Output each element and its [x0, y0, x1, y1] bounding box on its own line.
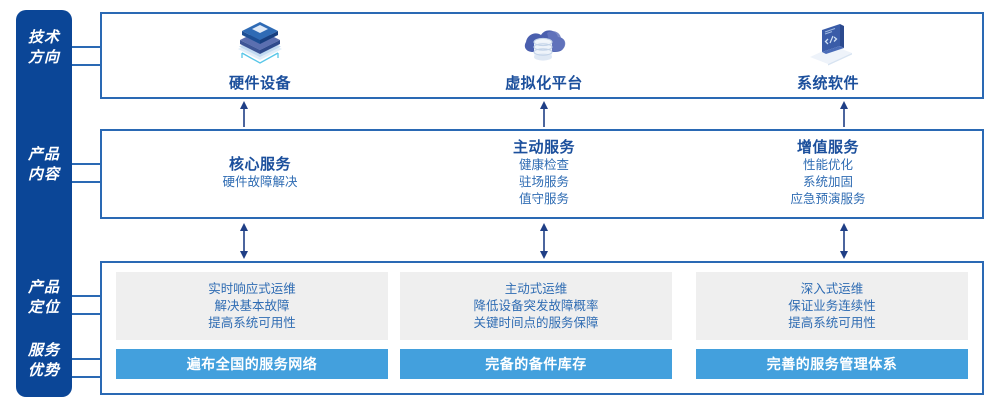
arrow-content-to-position-proactive [536, 223, 552, 264]
connector-content-top [72, 163, 100, 165]
content-title-value-added-service: 增值服务 [796, 139, 859, 156]
rail-label-product-content-line1: 产品 [27, 146, 60, 163]
content-item: 硬件故障解决 [222, 175, 298, 189]
advantage-bar-label: 完备的备件库存 [485, 356, 587, 372]
content-column-core-service[interactable]: 核心服务 硬件故障解决 [120, 153, 400, 239]
rail-label-tech-direction: 技术 方向 [16, 28, 72, 68]
arrow-tech-to-content-system-software [836, 101, 852, 132]
connector-position-top [72, 295, 100, 297]
position-line: 实时响应式运维 [208, 281, 296, 296]
arrow-content-to-position-core [236, 223, 252, 264]
tech-title-hardware: 硬件设备 [228, 75, 291, 92]
position-line: 解决基本故障 [214, 298, 290, 313]
cloud-database-icon [516, 20, 572, 70]
rail-label-service-advantage-line2: 优势 [27, 362, 60, 379]
position-line: 降低设备突发故障概率 [473, 298, 599, 313]
advantage-bar-service-network[interactable]: 遍布全国的服务网络 [116, 349, 388, 379]
laptop-code-icon [800, 20, 856, 70]
arrow-content-to-position-value-added [836, 223, 852, 264]
content-title-core-service: 核心服务 [228, 156, 291, 173]
panel-position-advantage: 实时响应式运维 解决基本故障 提高系统可用性 遍布全国的服务网络 主动式运维 降… [100, 261, 984, 395]
rail-label-product-content: 产品 内容 [16, 145, 72, 185]
tech-column-virtualization[interactable]: 虚拟化平台 [404, 18, 684, 98]
content-item: 健康检查 [518, 158, 569, 172]
position-card-deep[interactable]: 深入式运维 保证业务连续性 提高系统可用性 [696, 272, 968, 340]
rail-label-product-content-line2: 内容 [27, 166, 60, 183]
position-line: 提高系统可用性 [788, 315, 876, 330]
arrow-tech-to-content-hardware [236, 101, 252, 132]
connector-advantage-top [72, 358, 100, 360]
category-rail [16, 10, 72, 397]
rail-label-product-position-line1: 产品 [27, 279, 60, 296]
content-item: 性能优化 [802, 158, 853, 172]
connector-tech-top [72, 46, 100, 48]
position-line: 关键时间点的服务保障 [473, 315, 599, 330]
advantage-bar-label: 遍布全国的服务网络 [186, 356, 318, 372]
position-line: 深入式运维 [800, 281, 864, 296]
position-line: 保证业务连续性 [788, 298, 876, 313]
content-title-proactive-service: 主动服务 [512, 139, 575, 156]
tech-column-system-software[interactable]: 系统软件 [688, 18, 968, 98]
tech-column-hardware[interactable]: 硬件设备 [120, 18, 400, 98]
content-item: 驻场服务 [518, 175, 569, 189]
arrow-tech-to-content-virtualization [536, 101, 552, 132]
connector-position-bottom [72, 313, 100, 315]
panel-product-content: 核心服务 硬件故障解决 主动服务 健康检查 驻场服务 值守服务 增值服务 性能优… [100, 129, 984, 219]
rail-label-tech-direction-line1: 技术 [27, 29, 60, 46]
content-item: 值守服务 [518, 192, 569, 206]
content-column-proactive-service[interactable]: 主动服务 健康检查 驻场服务 值守服务 [404, 136, 684, 222]
connector-content-bottom [72, 181, 100, 183]
server-stack-icon [232, 20, 288, 70]
panel-tech-direction: 硬件设备 虚拟化平台 [100, 12, 984, 99]
rail-label-service-advantage-line1: 服务 [27, 342, 60, 359]
connector-tech-bottom [72, 64, 100, 66]
position-line: 提高系统可用性 [208, 315, 296, 330]
advantage-bar-management-system[interactable]: 完善的服务管理体系 [696, 349, 968, 379]
rail-label-product-position-line2: 定位 [27, 299, 60, 316]
position-line: 主动式运维 [504, 281, 568, 296]
content-item: 应急预演服务 [790, 192, 866, 206]
tech-title-virtualization: 虚拟化平台 [505, 75, 583, 92]
advantage-bar-label: 完善的服务管理体系 [766, 356, 898, 372]
tech-title-system-software: 系统软件 [796, 75, 859, 92]
rail-label-tech-direction-line2: 方向 [27, 49, 60, 66]
connector-advantage-bottom [72, 376, 100, 378]
position-card-proactive[interactable]: 主动式运维 降低设备突发故障概率 关键时间点的服务保障 [400, 272, 672, 340]
rail-label-service-advantage: 服务 优势 [16, 341, 72, 381]
advantage-bar-spare-parts[interactable]: 完备的备件库存 [400, 349, 672, 379]
content-item: 系统加固 [802, 175, 853, 189]
position-card-realtime[interactable]: 实时响应式运维 解决基本故障 提高系统可用性 [116, 272, 388, 340]
content-column-value-added-service[interactable]: 增值服务 性能优化 系统加固 应急预演服务 [688, 136, 968, 222]
rail-label-product-position: 产品 定位 [16, 278, 72, 318]
